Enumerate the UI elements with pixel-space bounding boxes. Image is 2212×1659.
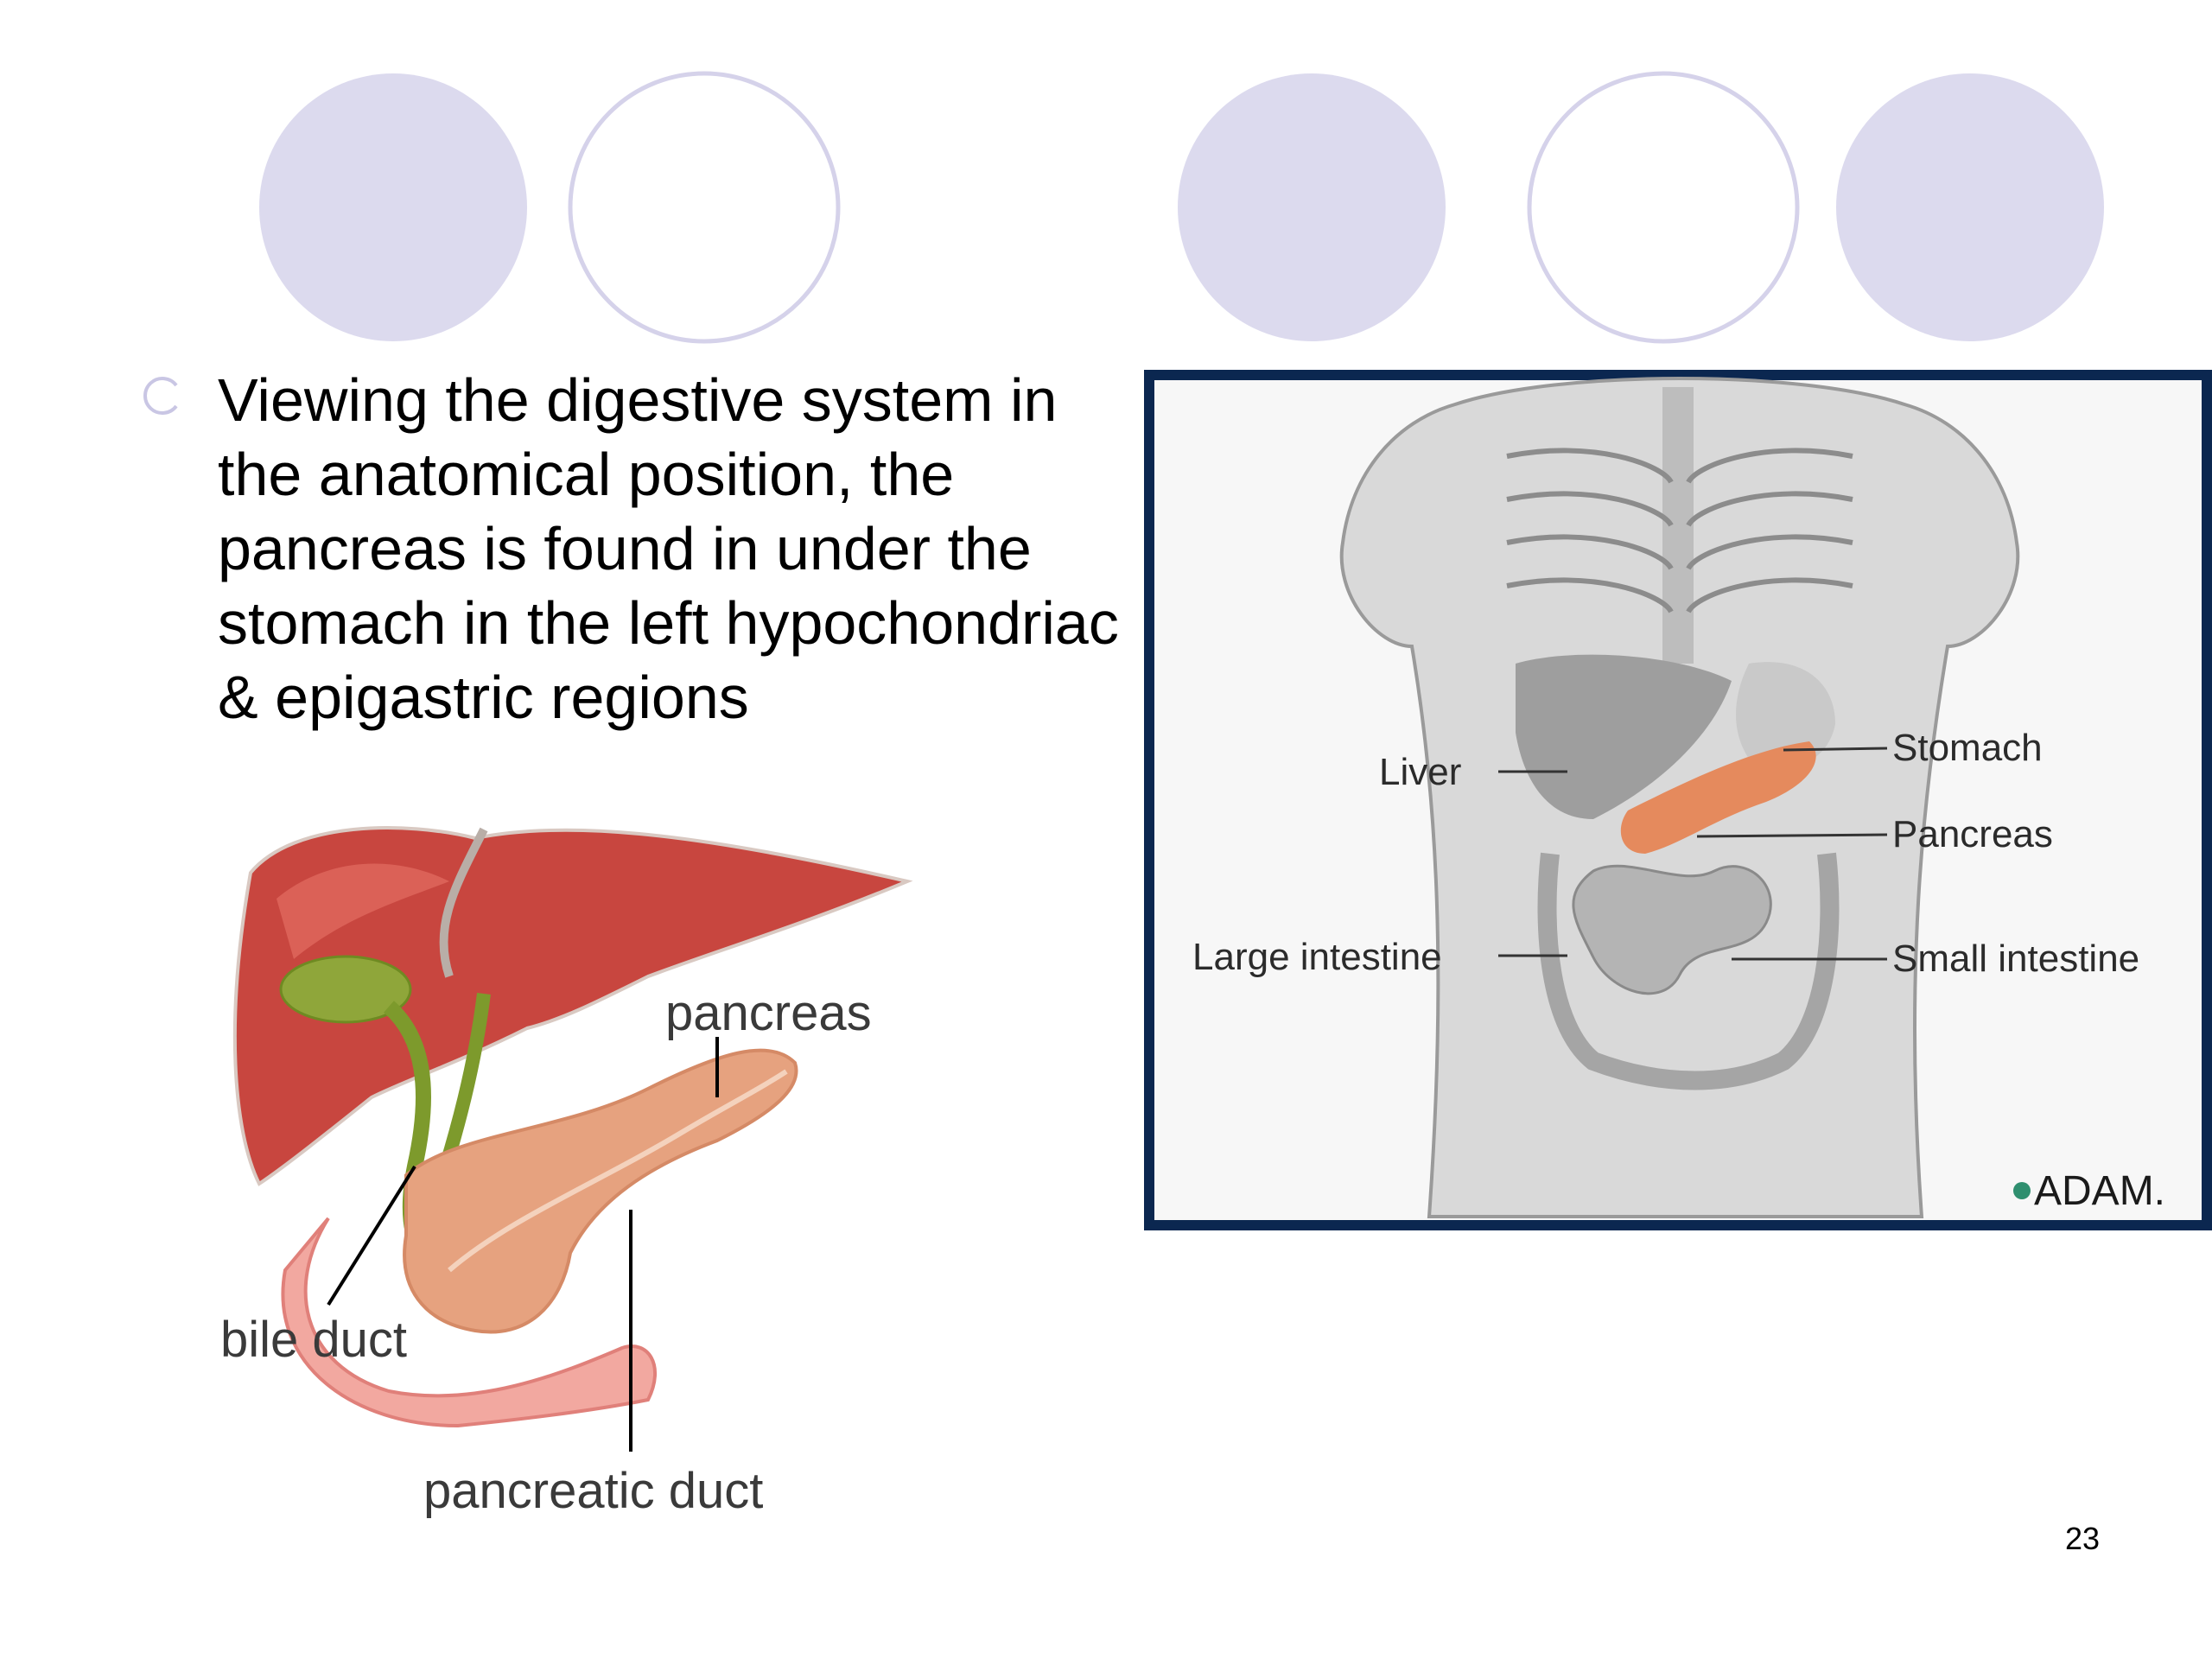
label-large-intestine: Large intestine	[1192, 936, 1442, 978]
label-liver: Liver	[1379, 751, 1461, 793]
liver-highlight	[276, 863, 449, 959]
pancreatic-duct-shape	[448, 1069, 788, 1273]
deco-circle-filled-1	[259, 73, 527, 341]
liver-ligament	[439, 827, 488, 978]
label-stomach: Stomach	[1892, 727, 2043, 769]
torso-diagram: Liver Stomach Pancreas Large intestine S…	[1144, 370, 2212, 1230]
deco-circle-outline-1	[568, 71, 841, 344]
label-torso-pancreas: Pancreas	[1892, 813, 2053, 855]
torso-stomach-shape	[1736, 662, 1835, 767]
gallbladder-shape	[279, 955, 412, 1024]
label-pancreas: pancreas	[665, 985, 872, 1041]
deco-circle-filled-2	[1178, 73, 1446, 341]
leader-torso-pancreas	[1696, 833, 1888, 838]
organs-illustration: pancreas bile duct pancreatic duct	[220, 826, 913, 1519]
duodenum-shape	[281, 1217, 658, 1428]
leader-bile-duct	[327, 1165, 416, 1306]
liver-shape	[232, 826, 913, 1186]
deco-circle-outline-2	[1527, 71, 1800, 344]
credit-adam: ADAM.	[2034, 1168, 2165, 1214]
deco-circle-filled-3	[1836, 73, 2104, 341]
bullet-ring-icon	[143, 377, 178, 415]
leader-stomach	[1783, 747, 1888, 752]
torso-pancreas-shape	[1620, 741, 1816, 854]
label-bile-duct: bile duct	[220, 1312, 407, 1368]
torso-liver-shape	[1516, 654, 1732, 819]
label-pancreatic-duct: pancreatic duct	[423, 1463, 763, 1519]
slide-number: 23	[2064, 1521, 2101, 1556]
header-circles	[259, 71, 2104, 344]
torso-large-intestine-shape	[1537, 852, 1840, 1090]
adam-logo-icon	[2013, 1182, 2031, 1199]
ribs-shape	[1506, 448, 1853, 613]
bullet-text: Viewing the digestive system in the anat…	[218, 366, 1119, 731]
torso-small-intestine-shape	[1572, 864, 1772, 995]
label-small-intestine: Small intestine	[1892, 938, 2139, 980]
